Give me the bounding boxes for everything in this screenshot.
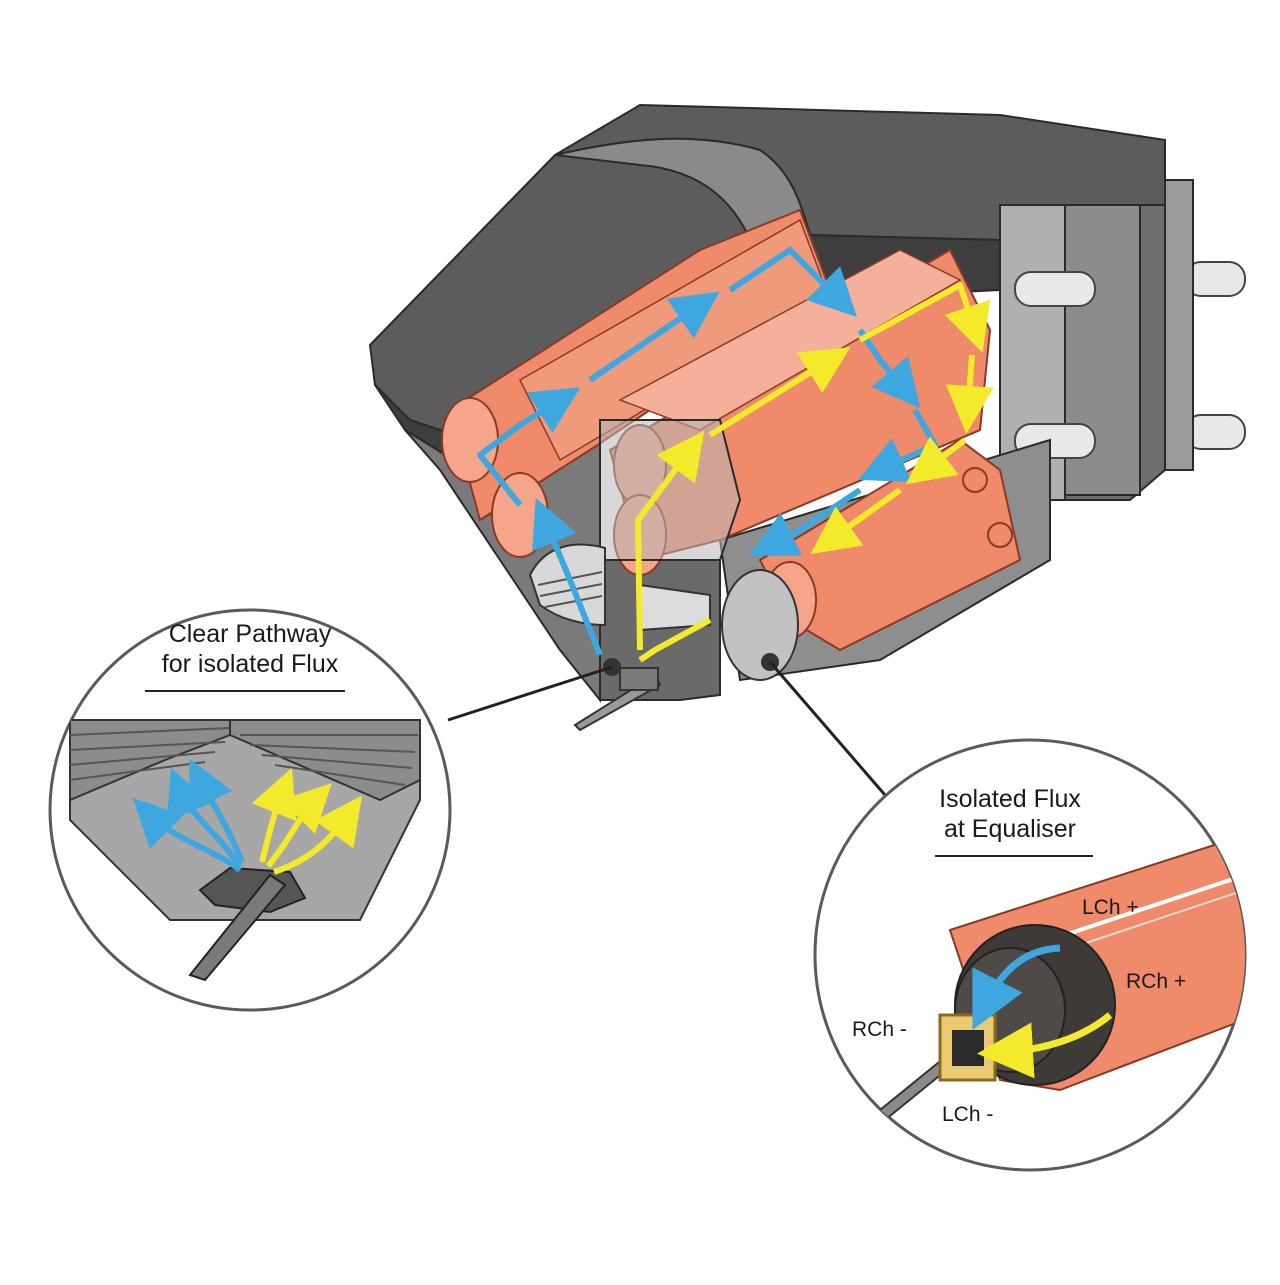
equaliser-title-line1: Isolated Flux — [939, 785, 1081, 813]
rch-minus-label: RCh - — [852, 1018, 907, 1041]
equaliser-callout — [813, 738, 1247, 1172]
equaliser-title-line2: at Equaliser — [943, 814, 1077, 843]
leader-line-pathway — [447, 665, 613, 722]
equaliser-title-rule — [935, 855, 1093, 857]
stylus-cantilever — [573, 667, 662, 732]
leader-line-equaliser — [768, 661, 887, 796]
pathway-callout — [48, 608, 452, 1012]
pathway-title-line1: Clear Pathway — [168, 620, 332, 648]
pathway-title-line2: for isolated Flux — [161, 649, 339, 678]
lch-plus-label: LCh + — [1082, 896, 1139, 919]
pathway-callout-title: Clear Pathway for isolated Flux — [120, 620, 380, 679]
rch-plus-label: RCh + — [1126, 970, 1187, 993]
equaliser-callout-title: Isolated Flux at Equaliser — [895, 785, 1125, 844]
pathway-title-rule — [145, 690, 345, 692]
lch-minus-label: LCh - — [942, 1103, 994, 1126]
right-channel-flux-path — [635, 282, 994, 663]
